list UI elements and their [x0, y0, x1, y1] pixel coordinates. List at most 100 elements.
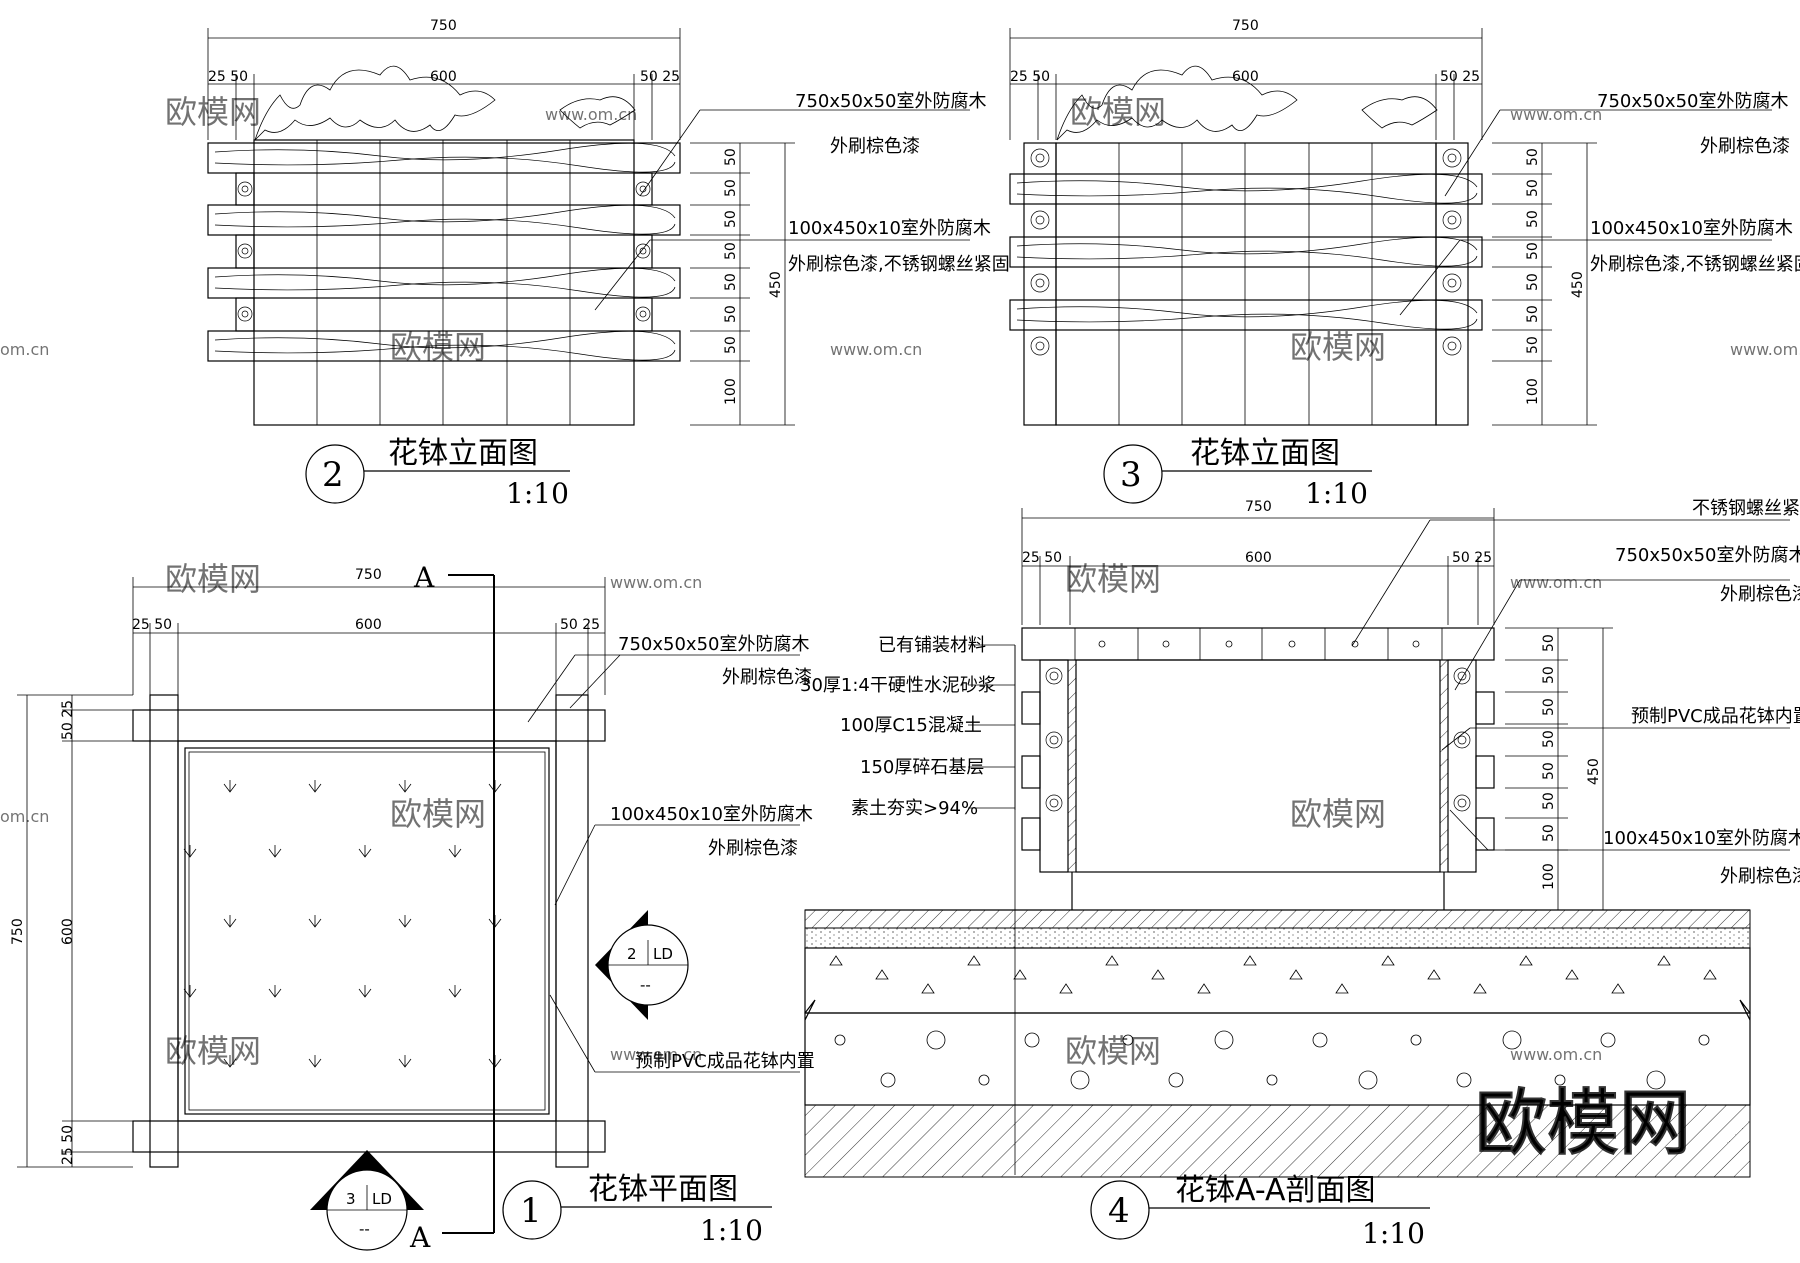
dim-50: 50: [1525, 305, 1541, 323]
gravel-mark: [926, 1030, 946, 1050]
dim-50: 50: [1525, 179, 1541, 197]
aggregate-mark: [1151, 969, 1165, 980]
watermark-url: om.cn: [0, 340, 49, 359]
watermark-url: www.om.cn: [1510, 573, 1602, 592]
note-rail: 750x50x50室外防腐木: [1615, 545, 1800, 566]
section-label-a: A: [413, 561, 435, 594]
soil-mark: [183, 845, 197, 858]
aggregate-mark: [1703, 969, 1717, 980]
watermark-brand: 欧模网: [165, 93, 261, 131]
watermark-url: www.om.cn: [545, 105, 637, 124]
notes-view-4-layers: 已有铺装材料 30厚1:4干硬性水泥砂浆 100厚C15混凝土 150厚碎石基层…: [800, 635, 1016, 1175]
aggregate-mark: [829, 955, 843, 966]
note-rail: 750x50x50室外防腐木: [618, 634, 809, 655]
dim-50-25: 50 25: [560, 617, 600, 633]
soil-mark: [448, 985, 462, 998]
watermark-url: www.om.cn: [610, 1045, 702, 1064]
note-board-paint-screw: 外刷棕色漆,不锈钢螺丝紧固: [1590, 254, 1800, 275]
view-scale: 1:10: [1305, 477, 1368, 510]
dim-450: 450: [1586, 758, 1602, 785]
ref-dashes: --: [359, 1220, 370, 1238]
plant-outline: [1056, 65, 1298, 141]
watermark-brand: 欧模网: [1290, 328, 1386, 366]
aggregate-mark: [1427, 969, 1441, 980]
end-grain: [235, 172, 653, 332]
ground-layers: [804, 872, 1751, 1178]
note-board: 100x450x10室外防腐木: [788, 218, 991, 239]
note-pvc: 预制PVC成品花钵内置: [635, 1051, 815, 1072]
view-number: 3: [1120, 455, 1142, 495]
aggregate-mark: [1197, 983, 1211, 994]
dim-600: 600: [355, 617, 382, 633]
elevation-view-2: 750 25 50 600 50 25: [207, 18, 1010, 510]
plan-frame: [132, 694, 606, 1168]
dim-25-50: 25 50: [1010, 69, 1050, 85]
watermark-url: om.cn: [0, 807, 49, 826]
elevation-marker-2: 2 LD --: [595, 910, 689, 1020]
dim-50: 50: [723, 336, 739, 354]
dim-50-25: 50 25: [1452, 550, 1492, 566]
view-title-1: 1 花钵平面图 1:10: [502, 1172, 772, 1247]
view-title-4: 4 花钵A-A剖面图 1:10: [1090, 1173, 1430, 1250]
note-board: 100x450x10室外防腐木: [1603, 828, 1800, 849]
elevation-view-3: 750 25 50 600 50 25: [1009, 18, 1800, 510]
soil-mark: [398, 915, 412, 928]
gravel-mark: [1358, 1070, 1378, 1090]
view-title: 花钵立面图: [388, 436, 538, 471]
watermark-brand: 欧模网: [1290, 795, 1386, 833]
gravel-mark: [880, 1072, 896, 1088]
dim-50-25: 50 25: [640, 69, 680, 85]
top-dimensions: 750 25 50 600 50 25: [207, 18, 681, 140]
side-walls: [1021, 659, 1495, 873]
ref-number: 3: [346, 1190, 356, 1208]
soil-mark: [268, 985, 282, 998]
gravel-mark: [1122, 1034, 1134, 1046]
watermark-url: www.om.cn: [610, 573, 702, 592]
notes-view-4-right: 不锈钢螺丝紧固 750x50x50室外防腐木 外刷棕色漆 预制PVC成品花钵内置…: [1351, 498, 1800, 887]
dim-50: 50: [1541, 824, 1557, 842]
dim-25-50: 25 50: [208, 69, 248, 85]
soil-mark: [183, 985, 197, 998]
gravel-mark: [1646, 1070, 1666, 1090]
note-paint: 外刷棕色漆: [1720, 584, 1800, 605]
soil-mark: [358, 845, 372, 858]
gravel-mark: [1266, 1074, 1278, 1086]
note-soil: 素土夯实>94%: [851, 798, 978, 819]
soil-mark: [398, 780, 412, 793]
aggregate-mark: [1243, 955, 1257, 966]
soil-mark: [223, 780, 237, 793]
watermark-brand: 欧模网: [1065, 1032, 1161, 1070]
plant-outline: [254, 65, 496, 141]
ref-dashes: --: [640, 976, 651, 994]
view-number: 2: [322, 455, 344, 495]
vertical-boards: [1055, 142, 1437, 426]
view-number: 1: [520, 1191, 542, 1231]
gravel-mark: [1410, 1034, 1422, 1046]
gravel-mark: [1168, 1072, 1184, 1088]
note-rail: 750x50x50室外防腐木: [1597, 91, 1788, 112]
dim-25-50: 25 50: [132, 617, 172, 633]
aggregate-mark: [875, 969, 889, 980]
aggregate-mark: [1013, 969, 1027, 980]
dim-100: 100: [1541, 863, 1557, 890]
note-paint: 外刷棕色漆: [1720, 866, 1800, 887]
soil-mark: [308, 780, 322, 793]
dim-750: 750: [1232, 18, 1259, 34]
dim-50: 50: [1541, 698, 1557, 716]
gravel-mark: [1554, 1074, 1566, 1086]
dim-600: 600: [60, 918, 76, 945]
dim-100: 100: [723, 378, 739, 405]
note-rail: 750x50x50室外防腐木: [795, 91, 986, 112]
dim-50-25: 50 25: [1440, 69, 1480, 85]
dim-450: 450: [768, 271, 784, 298]
dim-600: 600: [1232, 69, 1259, 85]
right-dimensions: 50 50 50 50 50 50 50 100 450: [1492, 142, 1597, 426]
dim-450: 450: [1570, 271, 1586, 298]
top-dimensions: 750 25 50 600 50 25: [1021, 499, 1495, 625]
soil-mark: [308, 1055, 322, 1068]
dim-50: 50: [1541, 792, 1557, 810]
dim-50: 50: [723, 179, 739, 197]
dim-100: 100: [1525, 378, 1541, 405]
dim-50: 50: [1541, 730, 1557, 748]
